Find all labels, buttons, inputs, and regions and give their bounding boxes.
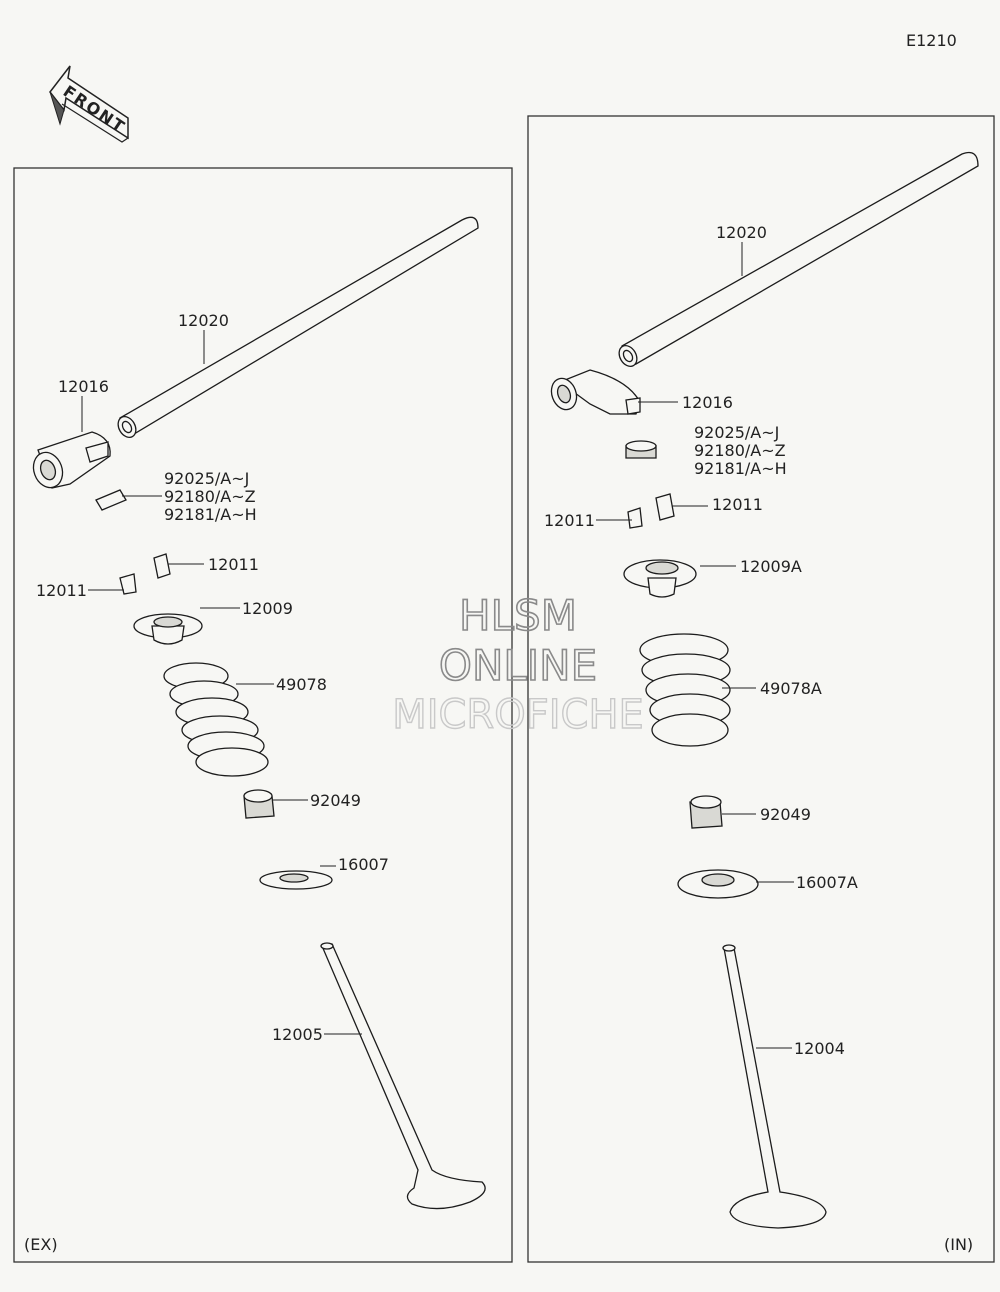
in-valve xyxy=(722,944,827,1229)
ex-label-shim-2: 92180/A~Z xyxy=(164,487,256,506)
watermark-line-3: MICROFICHE xyxy=(392,692,644,738)
ex-cotter-b xyxy=(119,573,137,595)
in-label-cotter-a: 12011 xyxy=(712,495,763,514)
in-rocker-arm xyxy=(550,369,641,415)
ex-side-label: (EX) xyxy=(24,1235,58,1254)
in-label-shim-3: 92181/A~H xyxy=(694,459,787,478)
in-shim xyxy=(625,440,657,459)
exhaust-panel xyxy=(13,167,513,1263)
in-label-shaft: 12020 xyxy=(716,223,767,242)
in-cotter-b xyxy=(627,507,643,529)
ex-valve xyxy=(320,942,486,1210)
in-spring xyxy=(639,633,731,747)
in-label-shim-1: 92025/A~J xyxy=(694,423,779,442)
ex-rocker-shaft xyxy=(117,216,479,438)
ex-label-shaft: 12020 xyxy=(178,311,229,330)
intake-leaders xyxy=(596,242,794,1049)
in-valve-seal xyxy=(689,795,723,829)
exhaust-leaders xyxy=(81,330,362,1035)
ex-label-retainer: 12009 xyxy=(242,599,293,618)
ex-rocker-arm xyxy=(32,431,111,489)
ex-label-shim-3: 92181/A~H xyxy=(164,505,257,524)
front-arrow-icon: FRONT xyxy=(49,65,129,143)
ex-label-rocker-arm: 12016 xyxy=(58,377,109,396)
in-label-seat: 16007A xyxy=(796,873,858,892)
ex-label-spring: 49078 xyxy=(276,675,327,694)
ex-valve-seal xyxy=(243,789,275,819)
in-retainer xyxy=(623,559,697,598)
in-rocker-shaft xyxy=(618,151,979,367)
in-cotter-a xyxy=(655,493,675,521)
watermark: HLSM ONLINE MICROFICHE xyxy=(391,590,644,739)
in-label-rocker-arm: 12016 xyxy=(682,393,733,412)
diagram-code: E1210 xyxy=(906,31,957,50)
in-label-cotter-b: 12011 xyxy=(544,511,595,530)
ex-label-shim-1: 92025/A~J xyxy=(164,469,249,488)
ex-spring-seat xyxy=(259,870,333,890)
ex-label-seal: 92049 xyxy=(310,791,361,810)
intake-panel xyxy=(527,115,995,1263)
ex-cotter-a xyxy=(153,553,171,579)
exhaust-parts xyxy=(32,216,486,1210)
in-label-seal: 92049 xyxy=(760,805,811,824)
in-side-label: (IN) xyxy=(944,1235,973,1254)
in-label-shim-2: 92180/A~Z xyxy=(694,441,786,460)
in-label-valve: 12004 xyxy=(794,1039,845,1058)
ex-spring xyxy=(163,662,269,777)
ex-shim xyxy=(95,489,127,511)
in-label-spring: 49078A xyxy=(760,679,822,698)
ex-label-valve: 12005 xyxy=(272,1025,323,1044)
ex-label-cotter-b: 12011 xyxy=(36,581,87,600)
watermark-line-2: ONLINE xyxy=(439,641,597,690)
ex-label-cotter-a: 12011 xyxy=(208,555,259,574)
ex-label-seat: 16007 xyxy=(338,855,389,874)
in-spring-seat xyxy=(677,869,759,899)
ex-retainer xyxy=(133,613,203,645)
intake-parts xyxy=(550,151,979,1229)
watermark-line-1: HLSM xyxy=(459,591,577,640)
in-label-retainer: 12009A xyxy=(740,557,802,576)
